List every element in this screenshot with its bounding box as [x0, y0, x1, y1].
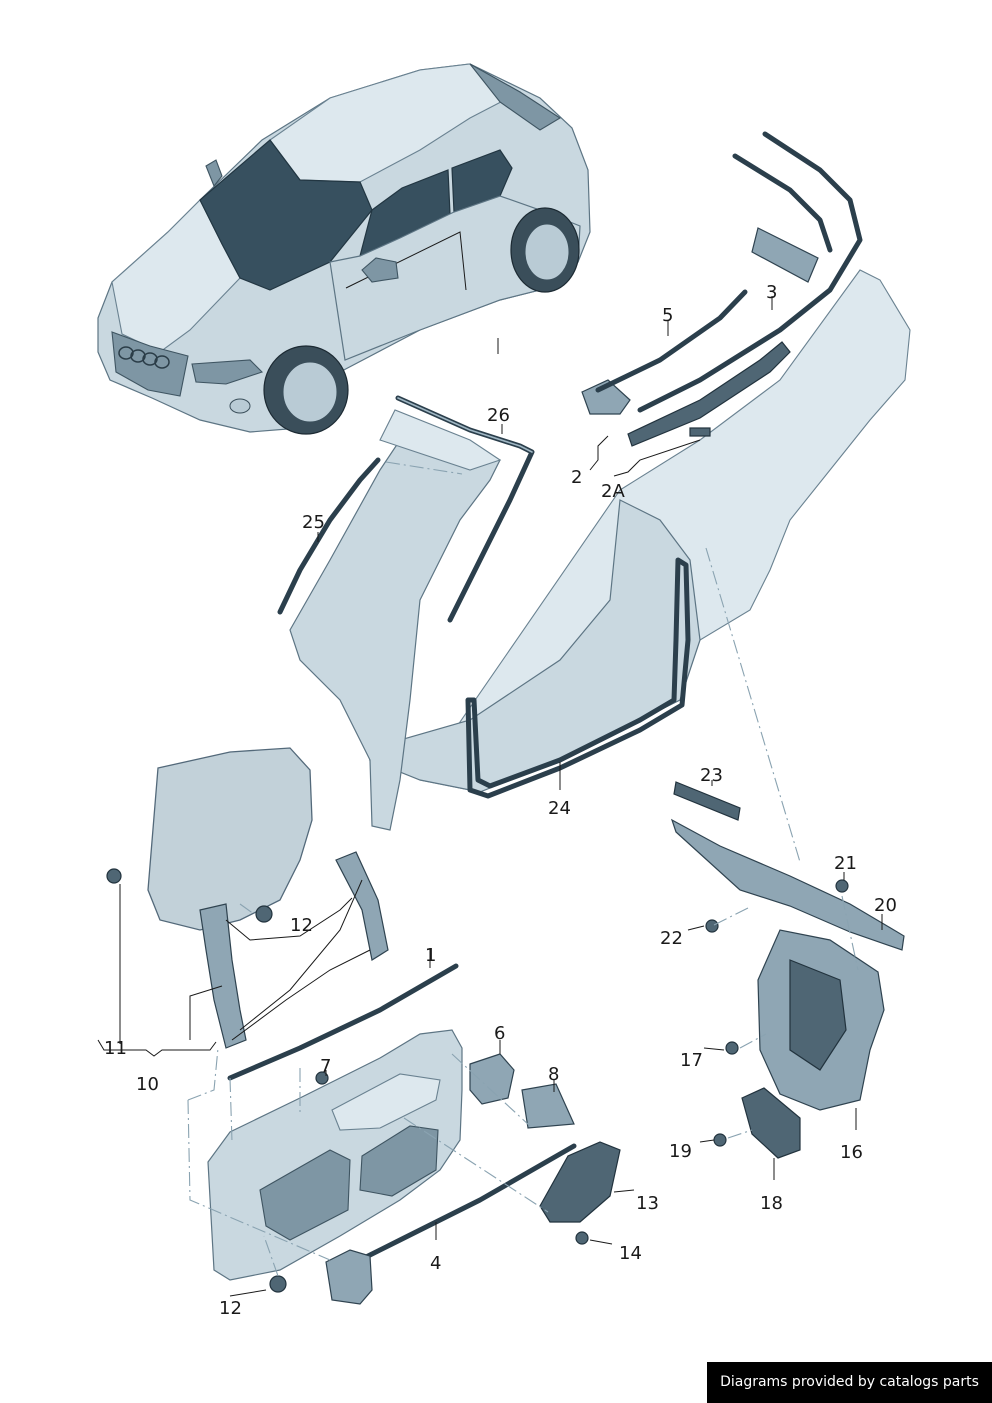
roof-seal-5	[595, 289, 748, 393]
rear-trim-block	[673, 781, 741, 821]
screw-19	[713, 1133, 727, 1147]
callout-labels: 1 2 2A 3 4 5 6 7 8 10 11 12 12 13 14 16 …	[104, 282, 897, 1319]
windshield-glass	[199, 139, 373, 291]
callout-14: 14	[619, 1243, 642, 1264]
roof-side-seal-inner	[732, 153, 833, 253]
body-side-structure	[289, 269, 911, 831]
callout-4: 4	[430, 1253, 441, 1274]
roof-seal-rail	[627, 341, 791, 447]
callout-23: 23	[700, 765, 723, 786]
roof-seal-end-piece	[581, 379, 631, 415]
bolt-11	[106, 868, 122, 884]
rear-window-motor	[741, 1087, 801, 1159]
callout-6: 6	[494, 1023, 505, 1044]
callout-1: 1	[425, 945, 436, 966]
callout-3: 3	[766, 282, 777, 303]
window-channel-strip	[227, 963, 459, 1081]
nut-21	[835, 879, 849, 893]
callout-20: 20	[874, 895, 897, 916]
roof-trim-strip	[751, 227, 819, 283]
callout-8: 8	[548, 1064, 559, 1085]
door-lock-unit	[539, 1141, 621, 1223]
callout-16: 16	[840, 1142, 863, 1163]
clip-7	[315, 1071, 329, 1085]
mirror-triangle-cover	[469, 1053, 515, 1105]
callout-2a: 2A	[601, 481, 625, 502]
callout-26: 26	[487, 405, 510, 426]
callout-21: 21	[834, 853, 857, 874]
nut-17	[725, 1041, 739, 1055]
callout-5: 5	[662, 305, 673, 326]
callout-18: 18	[760, 1193, 783, 1214]
door-opening-seal	[465, 557, 691, 799]
callout-12-lower: 12	[219, 1298, 242, 1319]
leader-lines	[97, 296, 883, 1297]
nut-12-lower	[269, 1275, 287, 1293]
callout-12-upper: 12	[290, 915, 313, 936]
callout-11: 11	[104, 1038, 127, 1059]
window-regulator	[199, 851, 389, 1049]
footer-credit-badge: Diagrams provided by catalogs parts	[707, 1362, 992, 1403]
callout-22: 22	[660, 928, 683, 949]
callout-24: 24	[548, 798, 571, 819]
callout-17: 17	[680, 1050, 703, 1071]
door-end-cap	[325, 1249, 373, 1305]
windshield-seal-left	[277, 457, 381, 615]
callout-13: 13	[636, 1193, 659, 1214]
callout-7: 7	[320, 1056, 331, 1077]
roof-clip	[689, 427, 711, 437]
callout-25: 25	[302, 512, 325, 533]
callout-19: 19	[669, 1141, 692, 1162]
rear-guide-rail	[670, 818, 905, 951]
callout-2: 2	[571, 467, 582, 488]
screw-22	[705, 919, 719, 933]
car-illustration	[97, 63, 591, 435]
screw-14	[575, 1231, 589, 1245]
nut-12-upper	[255, 905, 273, 923]
callout-10: 10	[136, 1074, 159, 1095]
outer-belt-strip	[337, 1143, 577, 1273]
roof-side-seal-outer	[637, 131, 863, 413]
door-window-glass	[147, 747, 313, 931]
mirror-triangle-inner	[521, 1083, 575, 1129]
